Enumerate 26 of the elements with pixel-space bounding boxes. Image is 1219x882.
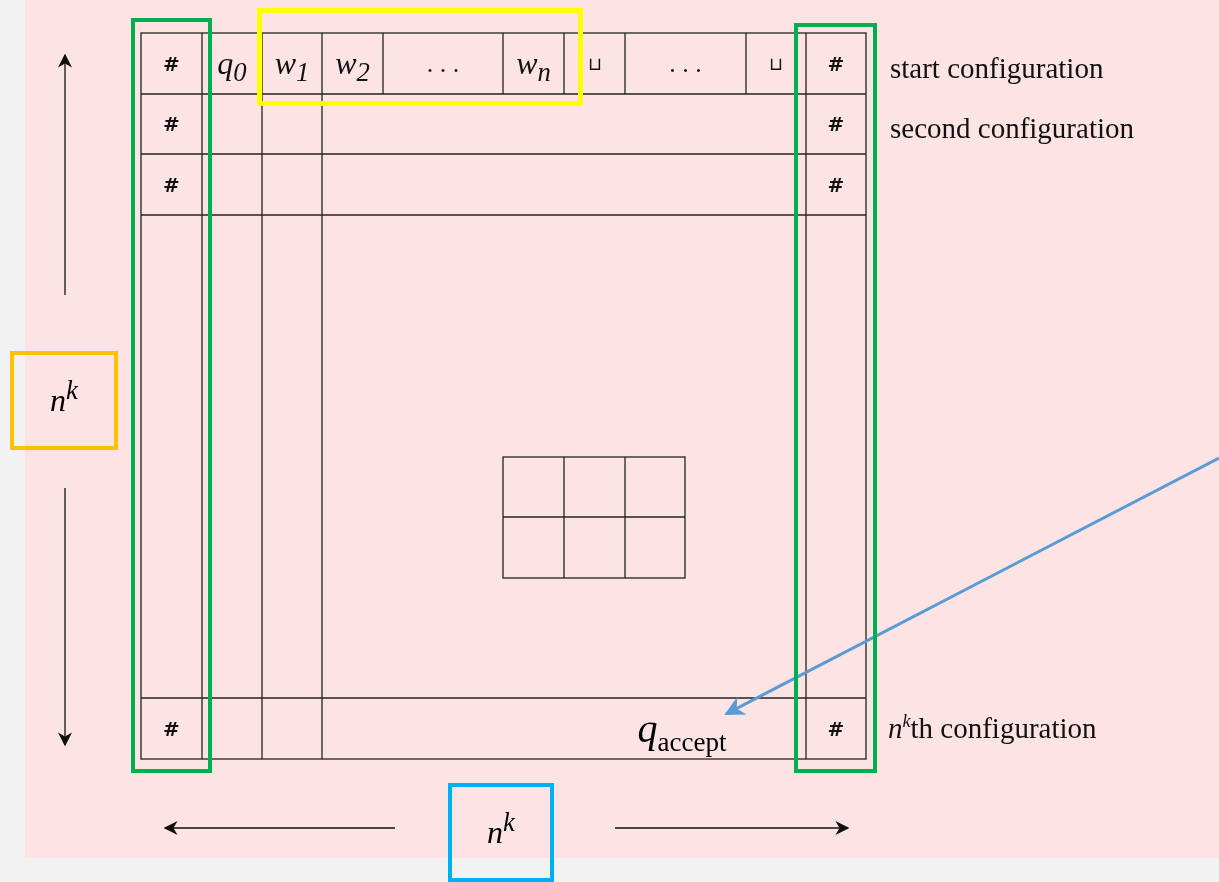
hash-symbol: # — [827, 716, 845, 741]
hash-symbol: # — [163, 51, 180, 76]
hash-symbol: # — [163, 716, 180, 741]
hash-symbol: # — [163, 112, 180, 136]
hash-symbol: # — [827, 172, 845, 197]
ellipsis: . . . — [669, 48, 702, 79]
hash-symbol: # — [827, 112, 845, 136]
row-label: n$^{k}$th configuration — [888, 711, 1097, 745]
highlight-frame — [257, 8, 583, 106]
state-label: q$_{accept}$ — [618, 700, 746, 756]
highlight-frame — [794, 23, 877, 773]
hash-symbol: # — [163, 172, 180, 197]
ellipsis: . . . — [426, 48, 460, 79]
highlight-frame — [131, 18, 212, 773]
row-label: start configuration — [890, 51, 1104, 85]
tape-symbol: w$_{n}$ — [516, 45, 551, 82]
tape-symbol: w$_{1}$ — [274, 45, 310, 82]
arrow — [724, 456, 1219, 716]
highlight-box: n$^{k}$ — [448, 783, 554, 882]
hash-symbol: # — [827, 51, 845, 76]
blank-symbol: ⊔ — [587, 52, 602, 75]
blank-symbol: ⊔ — [769, 52, 783, 75]
tape-symbol: w$_{2}$ — [335, 45, 370, 82]
tape-symbol: q$_{0}$ — [217, 45, 247, 82]
highlight-box: n$^{k}$ — [10, 351, 118, 450]
row-label: second configuration — [890, 111, 1134, 145]
